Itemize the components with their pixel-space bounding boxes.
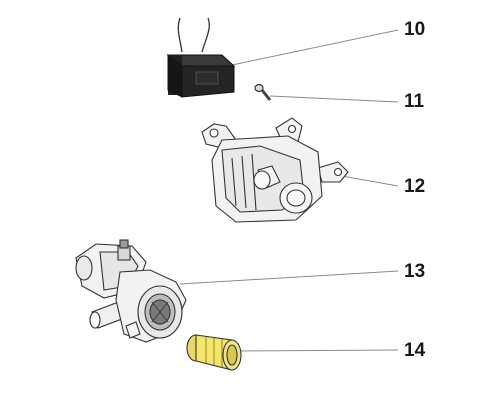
leader-lines: [179, 29, 399, 352]
leader-line-11: [269, 95, 399, 103]
pump-coil-icon: [166, 17, 236, 98]
leader-line-14: [231, 349, 399, 352]
callout-13: 13: [404, 261, 426, 282]
callout-12: 12: [404, 176, 426, 197]
leader-line-13: [179, 270, 399, 285]
pump-body-icon: [201, 117, 349, 223]
filter-icon: [186, 334, 242, 371]
screw-icon: [254, 83, 272, 101]
callout-14: 14: [404, 340, 426, 361]
leader-line-10: [231, 29, 399, 66]
drain-pump-assembly-icon: [75, 239, 187, 343]
callout-11: 11: [404, 91, 425, 112]
leader-line-12: [335, 174, 399, 187]
callout-10: 10: [404, 19, 426, 40]
